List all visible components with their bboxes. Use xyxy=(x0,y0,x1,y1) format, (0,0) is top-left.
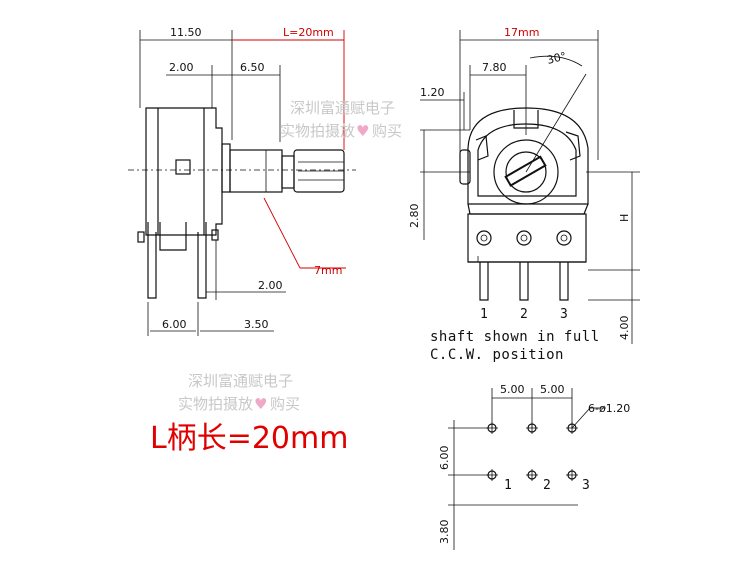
watermark-top-line1: 深圳富通赋电子 xyxy=(290,99,395,117)
dim-left-top-b: 6.50 xyxy=(240,61,265,74)
dim-pcb-pitch-1: 5.00 xyxy=(500,383,525,396)
watermark-top-line2a: 实物拍摄放 xyxy=(280,122,355,140)
dim-front-small: 1.20 xyxy=(420,86,445,99)
side-view xyxy=(128,30,356,336)
dim-pcb-bottom: 3.80 xyxy=(438,520,451,545)
pcb-hole-top-2 xyxy=(526,422,538,434)
dim-pin-extension: 4.00 xyxy=(618,316,631,341)
dim-left-mid: 2.00 xyxy=(258,279,283,292)
dim-pcb-row-spacing: 6.00 xyxy=(438,446,451,471)
watermark-bottom-line2a: 实物拍摄放 xyxy=(178,395,253,413)
dim-front-offset: 7.80 xyxy=(482,61,507,74)
front-pin-label-3: 3 xyxy=(560,307,568,322)
watermark-top-line2b: 购买 xyxy=(372,122,402,140)
note-line-1: shaft shown in full xyxy=(430,329,600,345)
watermark-top: 深圳富通赋电子 实物拍摄放 ♥ 购买 xyxy=(280,99,402,140)
note-line-2: C.C.W. position xyxy=(430,347,564,363)
dim-front-width: 17mm xyxy=(504,26,539,39)
dim-shaft-diameter: 7mm xyxy=(314,264,342,277)
dim-left-top-total: 11.50 xyxy=(170,26,202,39)
dim-left-bottom-a: 6.00 xyxy=(162,318,187,331)
terminal-rivet-3 xyxy=(556,230,572,246)
front-pin-label-2: 2 xyxy=(520,307,528,322)
front-view xyxy=(420,30,640,344)
pcb-hole-top-3 xyxy=(566,422,578,434)
dim-pcb-pitch-2: 5.00 xyxy=(540,383,565,396)
pcb-hole-bottom-3 xyxy=(566,469,578,481)
pcb-pin-label-1: 1 xyxy=(504,478,512,493)
watermark-bottom: 深圳富通赋电子 实物拍摄放 ♥ 购买 xyxy=(178,372,300,413)
pcb-pin-label-2: 2 xyxy=(543,478,551,493)
dim-front-angle: 30° xyxy=(546,50,568,67)
dim-shaft-length: L=20mm xyxy=(283,26,334,39)
watermark-bottom-line1: 深圳富通赋电子 xyxy=(188,372,293,390)
watermark-top-heart-icon: ♥ xyxy=(356,122,369,140)
headline-shaft-length: L柄长=20mm xyxy=(150,421,348,456)
dim-front-h: H xyxy=(618,214,631,222)
front-pin-label-1: 1 xyxy=(480,307,488,322)
dim-front-vertical: 2.80 xyxy=(408,204,421,229)
terminal-rivet-2 xyxy=(516,230,532,246)
terminal-rivet-1 xyxy=(476,230,492,246)
watermark-bottom-line2b: 购买 xyxy=(270,395,300,413)
dim-pcb-holes: 6-ø1.20 xyxy=(588,402,630,415)
watermark-bottom-heart-icon: ♥ xyxy=(254,395,267,413)
dim-left-top-a: 2.00 xyxy=(169,61,194,74)
pcb-pin-label-3: 3 xyxy=(582,478,590,493)
pcb-footprint xyxy=(448,388,606,550)
dim-left-bottom-b: 3.50 xyxy=(244,318,269,331)
pcb-hole-bottom-2 xyxy=(526,469,538,481)
